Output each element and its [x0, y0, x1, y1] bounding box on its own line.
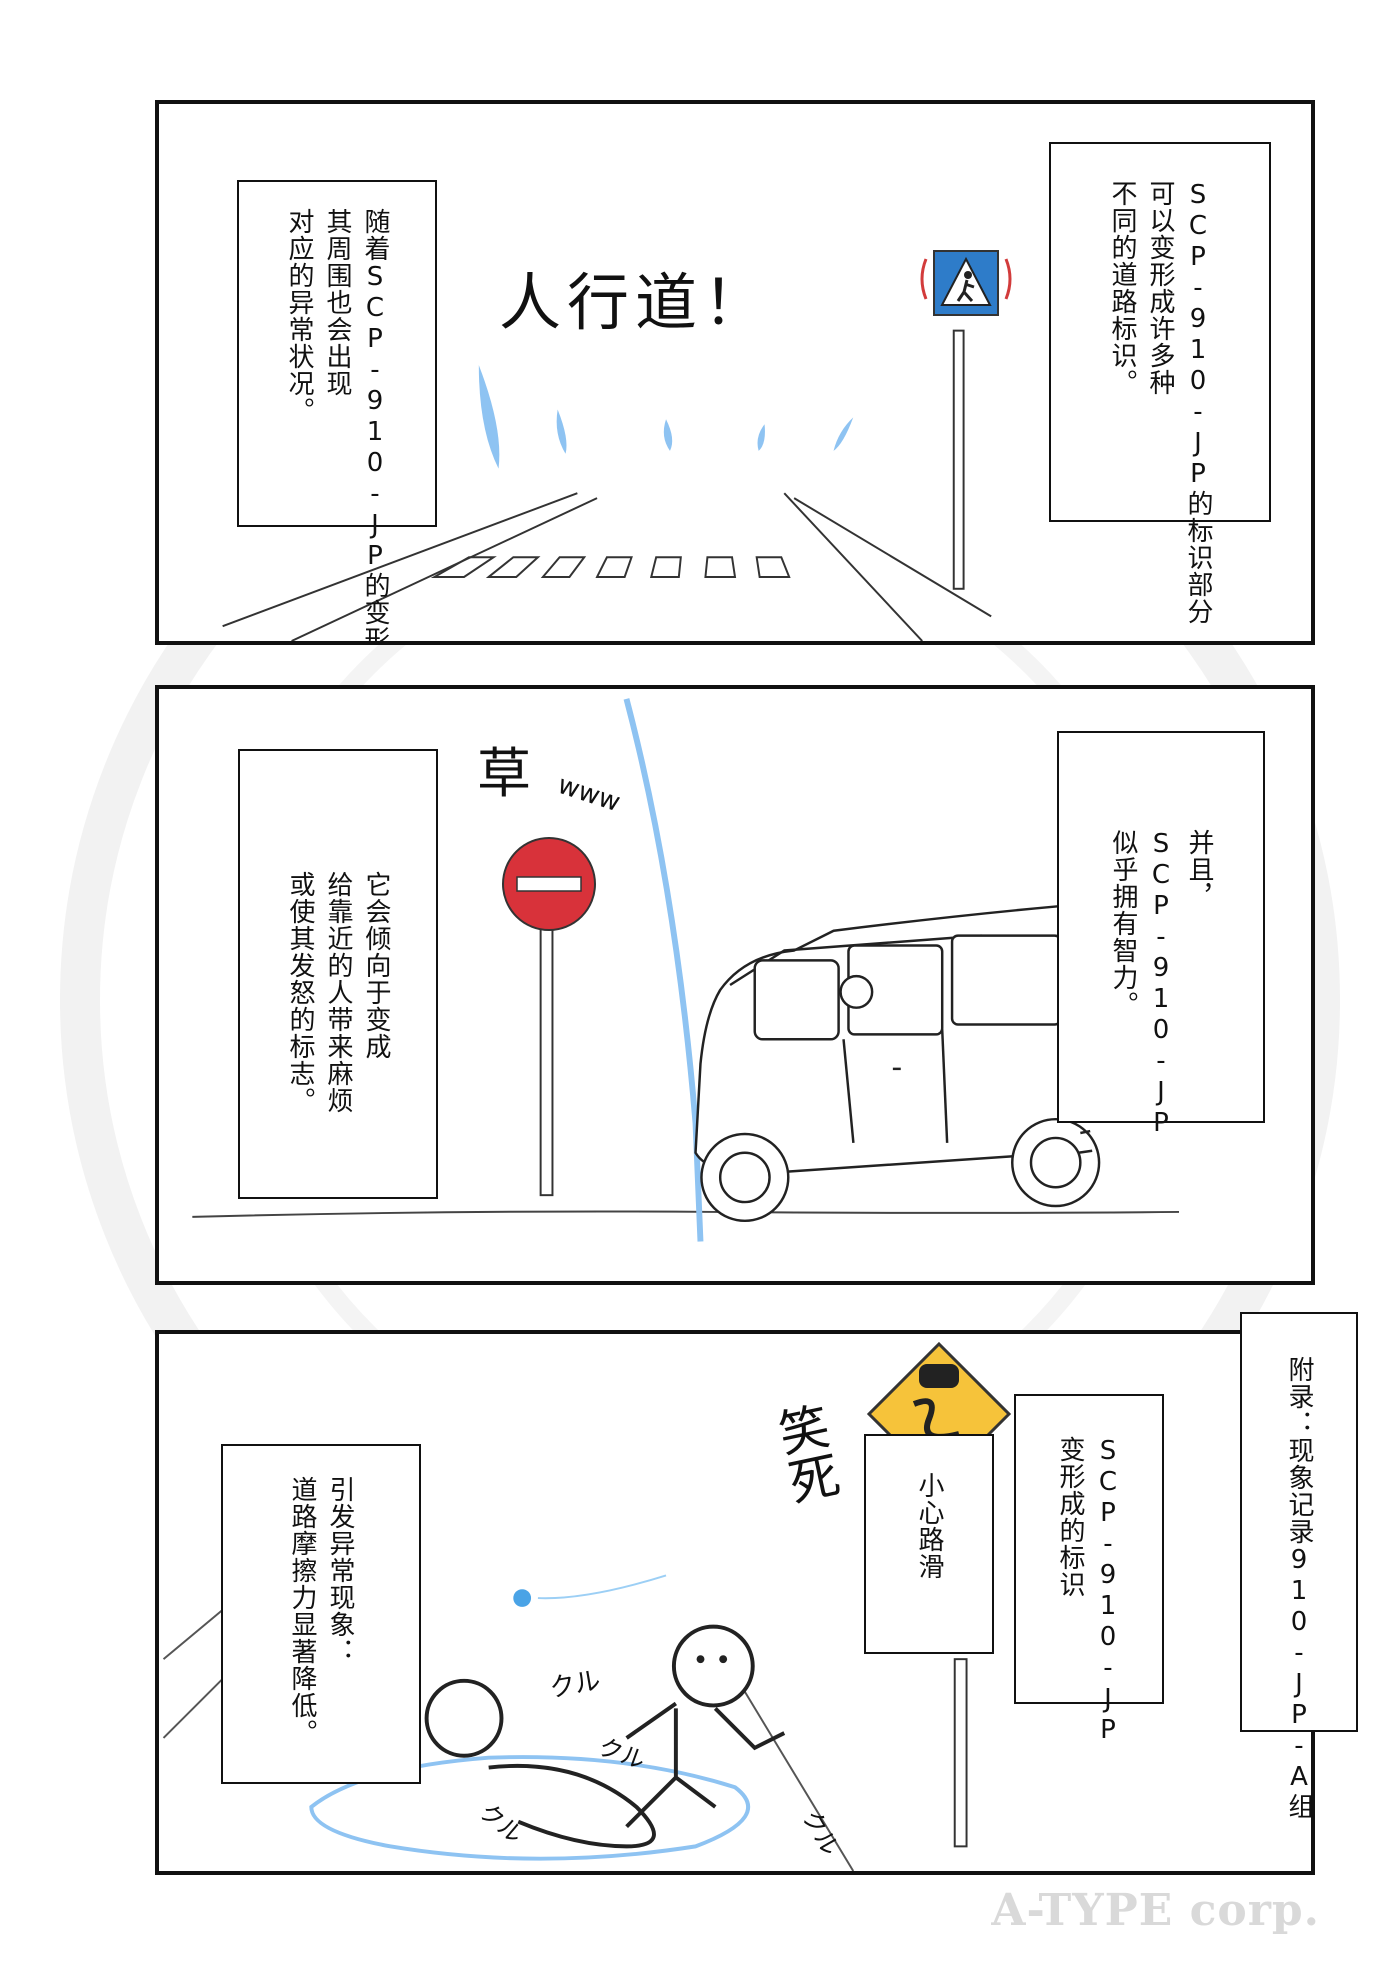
caption-left: 它会倾向于变成 给靠近的人带来麻烦 或使其发怒的标志。 — [238, 749, 438, 1199]
watermark-logo: A-TYPE corp. — [991, 1885, 1320, 1936]
panel-1-art — [222, 329, 992, 641]
sfx-grass: 草 — [477, 742, 531, 805]
caption-appendix-text: 附录：现象记录910-JP-A组 — [1284, 1356, 1314, 1820]
panel-3: 笑死 クル クル クル クル 引发异常现象： 道路摩擦力显著降低。 小心路滑 S… — [155, 1330, 1315, 1875]
caption-sign-text: 小心路滑 — [914, 1472, 944, 1580]
pedestrian-crossing-sign-icon — [920, 250, 1012, 316]
caption-left-text: 随着SCP-910-JP的变形， 其周围也会出现 对应的异常状况。 — [284, 208, 390, 645]
panel-3-art — [162, 1574, 968, 1871]
caption-right: 并且， SCP-910-JP 似乎拥有智力。 — [1057, 731, 1265, 1139]
caption-sign-label: 小心路滑 — [864, 1434, 994, 1654]
caption-mid: SCP-910-JP 变形成的标识 — [1014, 1394, 1164, 1746]
panel-2-art — [192, 698, 1180, 1242]
caption-left-text: 它会倾向于变成 给靠近的人带来麻烦 或使其发怒的标志。 — [285, 871, 391, 1114]
caption-right-text: SCP-910-JP的标识部分 可以变形成许多种 不同的道路标识。 — [1107, 180, 1213, 625]
caption-right: SCP-910-JP的标识部分 可以变形成许多种 不同的道路标识。 — [1049, 142, 1271, 625]
sfx-crosswalk: 人行道！ — [499, 266, 772, 339]
panel-1: 人行道！ 随着SCP-910-JP的变形， 其周围也会出现 对应的异常状况。 S… — [155, 100, 1315, 645]
caption-left: 引发异常现象： 道路摩擦力显著降低。 — [221, 1444, 421, 1784]
caption-mid-text: SCP-910-JP 变形成的标识 — [1055, 1436, 1123, 1746]
panel-2: 草 www 它会倾向于变成 给靠近的人带来麻烦 或使其发怒的标志。 并且， SC… — [155, 685, 1315, 1285]
caption-left-text: 引发异常现象： 道路摩擦力显著降低。 — [287, 1476, 355, 1746]
van — [694, 904, 1101, 1223]
caption-right-text: 并且， SCP-910-JP 似乎拥有智力。 — [1108, 829, 1214, 1139]
caption-appendix: 附录：现象记录910-JP-A组 — [1240, 1312, 1358, 1820]
caption-left: 随着SCP-910-JP的变形， 其周围也会出现 对应的异常状况。 — [237, 180, 437, 641]
no-entry-sign-icon — [502, 837, 596, 931]
